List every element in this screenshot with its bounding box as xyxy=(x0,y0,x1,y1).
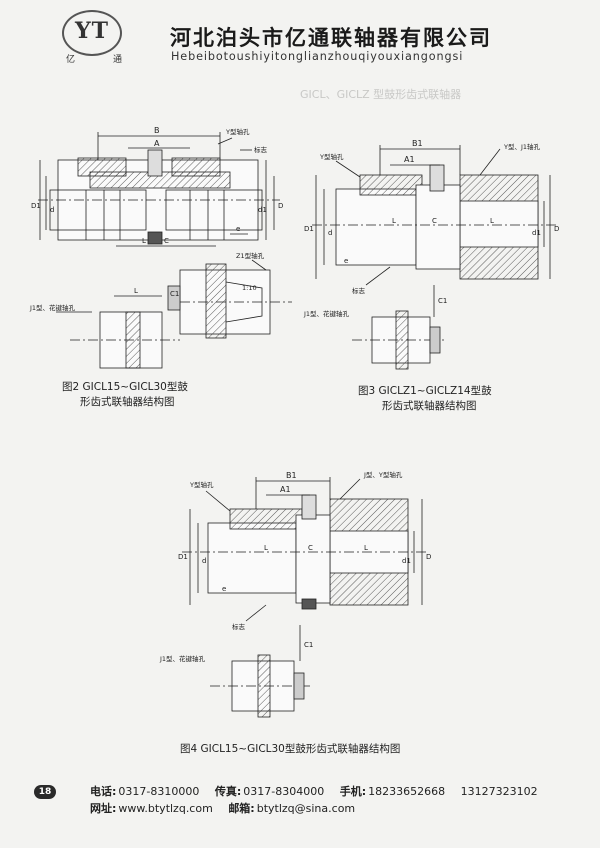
fig4-dim-D: D xyxy=(426,553,431,561)
fig4-dim-A1: A1 xyxy=(280,485,291,494)
company-name-cn: 河北泊头市亿通联轴器有限公司 xyxy=(170,26,492,50)
figure-3-caption-line-2: 形齿式联轴器结构图 xyxy=(382,400,477,412)
fig4-label-mark: 标志 xyxy=(232,622,246,631)
figure-2-caption-line-1: 图2 GICL15~GICL30型鼓 xyxy=(62,381,188,393)
fig3-label-y-j1-bore: Y型、J1轴孔 xyxy=(503,142,541,151)
figure-3-caption: 图3 GICLZ1~GICLZ14型鼓 形齿式联轴器结构图 xyxy=(358,384,492,414)
fax-value: 0317-8304000 xyxy=(243,785,325,798)
figure-2-drawing: B A Y型轴孔 标志 D1 D d d1 L C e Z1型轴孔 1:10 J… xyxy=(29,126,292,369)
fig2-dim-L2: L xyxy=(134,287,138,295)
fig4-label-j-y-bore: J型、Y型轴孔 xyxy=(363,470,403,479)
fig4-label-j1-bore: J1型、花键轴孔 xyxy=(159,654,206,663)
mobile-label: 手机: xyxy=(339,785,367,798)
mobile-value-1: 18233652668 xyxy=(368,785,446,798)
company-logo: YT 亿 通 xyxy=(62,10,122,65)
mobile-value-2: 13127323102 xyxy=(460,785,538,798)
fig2-dim-d: d xyxy=(50,206,54,214)
tel-label: 电话: xyxy=(90,785,117,798)
fig2-label-y-bore: Y型轴孔 xyxy=(225,127,250,136)
fax-label: 传真: xyxy=(214,785,242,798)
figure-3-caption-line-1: 图3 GICLZ1~GICLZ14型鼓 xyxy=(358,385,492,397)
fig2-label-taper: 1:10 xyxy=(242,284,257,292)
fig3-dim-B1: B1 xyxy=(412,139,423,148)
fig3-dim-A1: A1 xyxy=(404,155,415,164)
logo-sub-left: 亿 xyxy=(66,55,76,65)
fig2-dim-D1: D1 xyxy=(31,202,41,210)
fig2-label-j1-bore: J1型、花键轴孔 xyxy=(29,303,76,312)
logo-mark: YT xyxy=(74,18,110,44)
fig4-label-y-bore: Y型轴孔 xyxy=(189,480,214,489)
tel-value: 0317-8310000 xyxy=(118,785,200,798)
fig4-dim-d1: d1 xyxy=(402,557,411,565)
fig2-dim-C1: C1 xyxy=(170,290,179,298)
fig4-dim-L-right: L xyxy=(364,544,368,552)
fig2-label-z1-bore: Z1型轴孔 xyxy=(236,251,265,260)
logo-ring xyxy=(62,10,122,56)
fig2-dim-e: e xyxy=(236,225,240,233)
fig4-dim-D1: D1 xyxy=(178,553,188,561)
fig2-dim-C: C xyxy=(164,237,169,245)
fig4-dim-L-left: L xyxy=(264,544,268,552)
fig3-dim-D1: D1 xyxy=(304,225,314,233)
fig4-dim-C: C xyxy=(308,544,313,552)
fig3-dim-L-right: L xyxy=(490,217,494,225)
fig3-dim-C: C xyxy=(432,217,437,225)
figure-4-drawing: Y型轴孔 J型、Y型轴孔 B1 A1 L C L D1 D d d1 e 标志 … xyxy=(159,470,431,718)
fig3-dim-D: D xyxy=(554,225,559,233)
fig3-dim-d: d xyxy=(328,229,332,237)
fig2-dim-B: B xyxy=(154,126,160,135)
fig3-label-j1-bore: J1型、花键轴孔 xyxy=(303,309,350,318)
web-link[interactable]: www.btytlzq.com xyxy=(118,802,213,815)
logo-sub-right: 通 xyxy=(112,55,122,65)
fig3-dim-d1: d1 xyxy=(532,229,541,237)
fig3-dim-L-left: L xyxy=(392,217,396,225)
figure-2-caption: 图2 GICL15~GICL30型鼓 形齿式联轴器结构图 xyxy=(62,380,188,410)
fig3-label-mark: 标志 xyxy=(352,286,366,295)
fig4-dim-e: e xyxy=(222,585,226,593)
fig2-dim-D: D xyxy=(278,202,283,210)
bleed-through-title: GICL、GICLZ 型鼓形齿式联轴器 xyxy=(300,88,462,101)
fig2-dim-d1: d1 xyxy=(258,206,267,214)
logo-subtitle: 亿 通 xyxy=(66,52,122,65)
email-link[interactable]: btytlzq@sina.com xyxy=(256,802,356,815)
fig3-dim-e: e xyxy=(344,257,348,265)
company-name-en: Hebeibotoushiyitonglianzhouqiyouxiangong… xyxy=(171,50,464,63)
page-number-badge: 18 xyxy=(34,785,56,799)
fig4-dim-C1: C1 xyxy=(304,641,313,649)
figure-2-caption-line-2: 形齿式联轴器结构图 xyxy=(80,396,175,408)
fig4-dim-B1: B1 xyxy=(286,471,297,480)
fig4-dim-d: d xyxy=(202,557,206,565)
contact-line-phone: 电话:0317-8310000 传真:0317-8304000 手机:18233… xyxy=(90,783,538,799)
email-label: 邮箱: xyxy=(228,802,255,815)
fig2-label-mark: 标志 xyxy=(254,145,268,154)
fig3-dim-C1: C1 xyxy=(438,297,447,305)
fig2-dim-A: A xyxy=(154,139,160,148)
figure-4-caption: 图4 GICL15~GICL30型鼓形齿式联轴器结构图 xyxy=(180,743,401,755)
figure-3-drawing: B1 A1 Y型轴孔 Y型、J1轴孔 标志 L C L D D1 d d1 e … xyxy=(303,139,559,370)
fig3-label-y-bore: Y型轴孔 xyxy=(319,152,344,161)
web-label: 网址: xyxy=(90,802,117,815)
fig2-dim-L: L xyxy=(142,237,146,245)
contact-line-web: 网址:www.btytlzq.com 邮箱:btytlzq@sina.com xyxy=(90,800,355,816)
